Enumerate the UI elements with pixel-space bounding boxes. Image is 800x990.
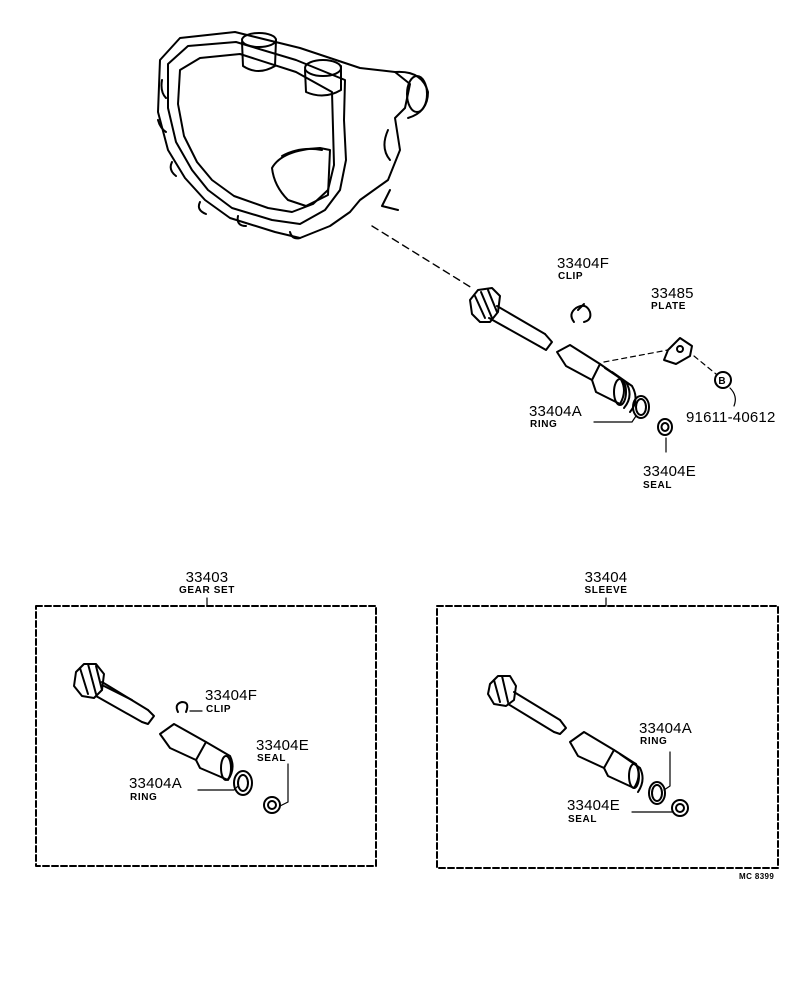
sleeve-box-ring (648, 781, 666, 805)
gear-set-clip-name: CLIP (206, 704, 232, 715)
gear-set-seal-name: SEAL (257, 753, 287, 764)
gear-set-box (35, 605, 377, 867)
sleeve-seal-name: SEAL (568, 814, 598, 825)
driven-gear (469, 287, 553, 351)
sleeve-box-seal (671, 799, 689, 817)
plate-part-no: 33485 (651, 285, 694, 302)
sleeve-box-sleeve (569, 731, 644, 793)
sleeve-ring-part-no: 33404A (639, 720, 692, 737)
sleeve-box (436, 605, 779, 869)
gear-set-clip (175, 701, 189, 713)
gear-set-seal (263, 796, 281, 814)
gear-set-ring (233, 770, 253, 796)
ring-name: RING (530, 419, 558, 430)
clip-part-no: 33404F (557, 255, 610, 272)
sleeve-name: SLEEVE (584, 585, 628, 596)
plate (663, 337, 693, 365)
gear-set-seal-part-no: 33404E (256, 737, 309, 754)
bolt (714, 371, 732, 389)
bolt-part-no: 91611-40612 (686, 409, 776, 426)
clip-name: CLIP (558, 271, 584, 282)
bolt-symbol: B (718, 376, 725, 387)
gear-set-part-no: 33403 (185, 569, 229, 586)
gear-set-driven-gear (73, 663, 155, 725)
gear-set-clip-part-no: 33404F (205, 687, 258, 704)
gear-set-ring-name: RING (130, 792, 158, 803)
sleeve-seal-part-no: 33404E (567, 797, 620, 814)
sleeve-ring-name: RING (640, 736, 668, 747)
seal-name: SEAL (643, 480, 673, 491)
o-ring (632, 395, 650, 419)
center-line (371, 225, 473, 289)
gear-set-sleeve (159, 723, 234, 781)
transmission-housing (157, 31, 429, 240)
ring-part-no: 33404A (529, 403, 582, 420)
sleeve (556, 344, 637, 413)
clip (570, 303, 592, 323)
gear-set-name: GEAR SET (179, 585, 235, 596)
oil-seal (657, 418, 673, 436)
plate-name: PLATE (651, 301, 687, 312)
diagram-code: MC 8399 (739, 872, 775, 881)
sleeve-box-driven-gear (487, 675, 567, 735)
seal-part-no: 33404E (643, 463, 696, 480)
sleeve-part-no: 33404 (584, 569, 628, 586)
gear-set-ring-part-no: 33404A (129, 775, 182, 792)
